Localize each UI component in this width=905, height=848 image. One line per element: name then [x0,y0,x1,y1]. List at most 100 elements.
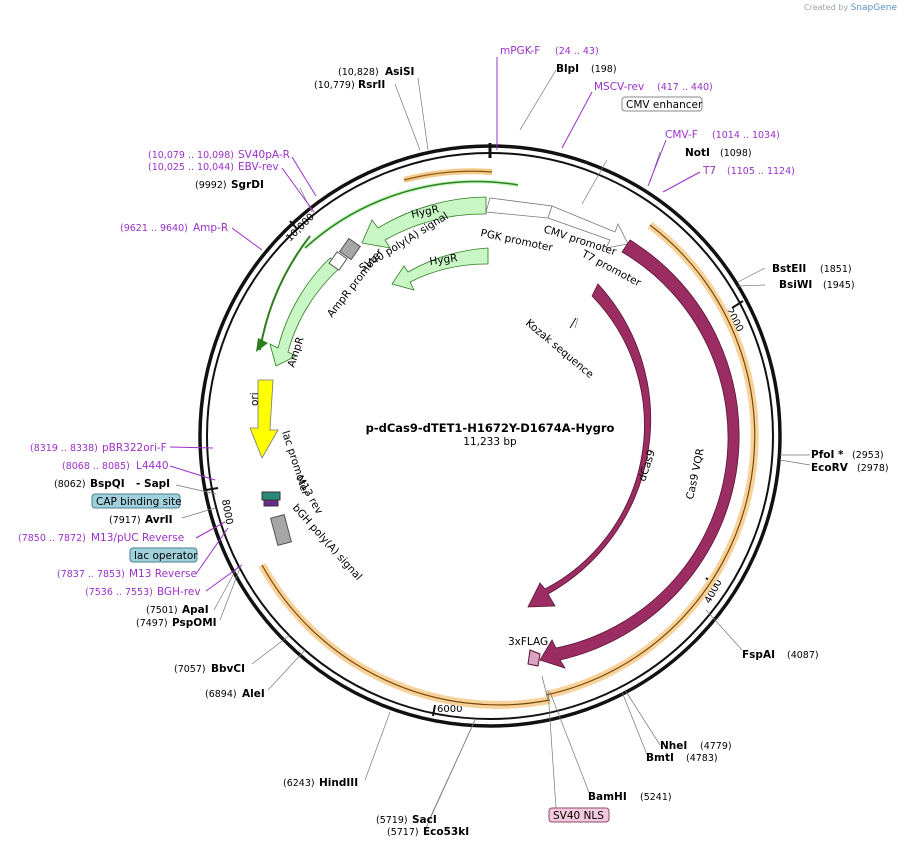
primer-name-amp-r: Amp-R [193,222,228,234]
ampr-backbone-head [256,338,268,352]
tick-mark [432,704,436,717]
site-pos-blpi: (198) [591,64,617,75]
sv40-nls-box [548,807,610,823]
site-name-bamhi: BamHI [588,791,627,803]
site-pos-pfoi: (2953) [852,450,884,461]
site-pos-bamhi: (5241) [640,792,672,803]
feature-label-bgh-polya: bGH poly(A) signal [290,502,365,583]
site-pos-hindiii: (6243) [283,778,315,789]
orf-band-lower-line [261,564,551,706]
cmv-enhancer-box [621,96,703,112]
lac-operator-label: lac operator [134,550,198,562]
ampr-arrow [269,257,343,367]
sv40-nls-label: SV40 NLS [553,810,604,822]
site-name-pfoi: PfoI * [811,449,844,461]
cmv-promoter-arrow [547,205,629,249]
feature-label-ori: ori [249,392,261,406]
lac-operator-box [129,547,198,563]
site-pos-bmti: (4783) [686,753,718,764]
site-pos-nhei: (4779) [700,741,732,752]
primer-pos-mpgk-f: (24 .. 43) [555,46,599,57]
tick-mark [731,300,744,309]
site-pos-alei: (6894) [205,689,237,700]
primer-name-cmv-f: CMV-F [665,129,698,141]
site-name-sapi: - SapI [136,478,170,490]
ampr-backbone-line [259,235,311,351]
site-name-apai: ApaI [182,604,209,616]
primer-pos-bgh-rev: (7536 .. 7553) [85,587,153,598]
hygr-arrow-1 [361,196,487,249]
site-pos-fspai: (4087) [787,650,819,661]
site-pos-avrii: (7917) [109,515,141,526]
lac-promoter-block [261,491,281,501]
primer-pos-l4440: (8068 .. 8085) [62,461,130,472]
primer-name-l4440: L4440 [136,460,169,472]
site-pos-bbvci: (7057) [174,664,206,675]
feature-label-hygr-2: HygR [429,252,458,268]
tick-mark [205,487,219,491]
site-name-hindiii: HindIII [319,777,358,789]
ori-arrow [249,379,279,459]
tick-label-8000: 8000 [219,499,234,526]
site-name-avrii: AvrII [145,514,173,526]
plasmid-name: p-dCas9-dTET1-H1672Y-D1674A-Hygro [366,421,615,435]
site-pos-asisi: (10,828) [338,67,379,78]
primer-pos-m13-reverse: (7837 .. 7853) [57,569,125,580]
plasmid-length: 11,233 bp [463,436,517,448]
site-name-ecorv: EcoRV [811,462,849,474]
cap-binding-site-label: CAP binding site [96,496,182,508]
cap-binding-site-box [91,493,181,509]
feature-label-cas9-vqr: Cas9 VQR [684,447,707,500]
feature-label-hygr-1: HygR [410,203,440,221]
primer-pos-t7: (1105 .. 1124) [727,166,795,177]
sv40-polya-block [338,237,362,261]
site-pos-apai: (7501) [146,605,178,616]
feature-label-3xflag: 3xFLAG [508,636,548,648]
primer-name-bgh-rev: BGH-rev [157,586,201,598]
site-name-bspqi: BspQI [90,478,125,490]
primer-pos-pbr322ori-f: (8319 .. 8338) [30,443,98,454]
hygr-arrow-2 [391,247,489,291]
primer-pos-sv40pa-r: (10,079 .. 10,098) [148,150,234,161]
feature-label-kozak: Kozak sequence [523,317,596,381]
site-name-alei: AleI [242,688,265,700]
site-name-eco53ki: Eco53kI [423,826,469,838]
snapgene-logo-text: SnapGene [850,3,897,13]
site-pos-pspomi: (7497) [136,618,168,629]
bgh-polya-block [270,514,292,546]
site-name-saci: SacI [412,814,437,826]
m13-block [263,499,279,507]
primer-name-m13-reverse: M13 Reverse [129,568,197,580]
site-name-rsrii: RsrII [358,79,385,91]
site-name-sgrdi: SgrDI [231,179,264,191]
site-name-bsteii: BstEII [772,263,806,275]
primer-pos-amp-r: (9621 .. 9640) [120,223,188,234]
credit-prefix: Created by [804,3,849,12]
site-name-nhei: NheI [660,740,687,752]
hygr-backbone-arrow-line [304,180,519,249]
site-pos-sgrdi: (9992) [195,180,227,191]
site-pos-saci: (5719) [376,815,408,826]
cmv-enhancer-label: CMV enhancer [626,99,703,111]
primer-name-ebv-rev: EBV-rev [238,161,279,173]
site-name-bsiwi: BsiWI [779,279,812,291]
primer-pos-ebv-rev: (10,025 .. 10,044) [148,162,234,173]
orf-band-cas9-line [545,224,756,696]
primer-pos-cmv-f: (1014 .. 1034) [712,130,780,141]
site-pos-eco53ki: (5717) [387,827,419,838]
site-pos-ecorv: (2978) [857,463,889,474]
site-name-bmti: BmtI [646,752,674,764]
snapgene-credit: Created by SnapGene [804,3,897,13]
orf-band-lower [258,563,551,709]
tick-mark [289,220,299,231]
cas9-vqr-arrow [539,239,740,669]
3xflag-block [527,649,541,667]
primer-name-mpgk-f: mPGK-F [500,45,540,57]
kozak-line [569,317,577,329]
site-pos-bspqi: (8062) [54,479,86,490]
site-pos-bsiwi: (1945) [823,280,855,291]
site-name-blpi: BlpI [556,63,579,75]
site-pos-rsrii: (10,779) [314,80,355,91]
primer-name-pbr322ori-f: pBR322ori-F [102,442,167,454]
